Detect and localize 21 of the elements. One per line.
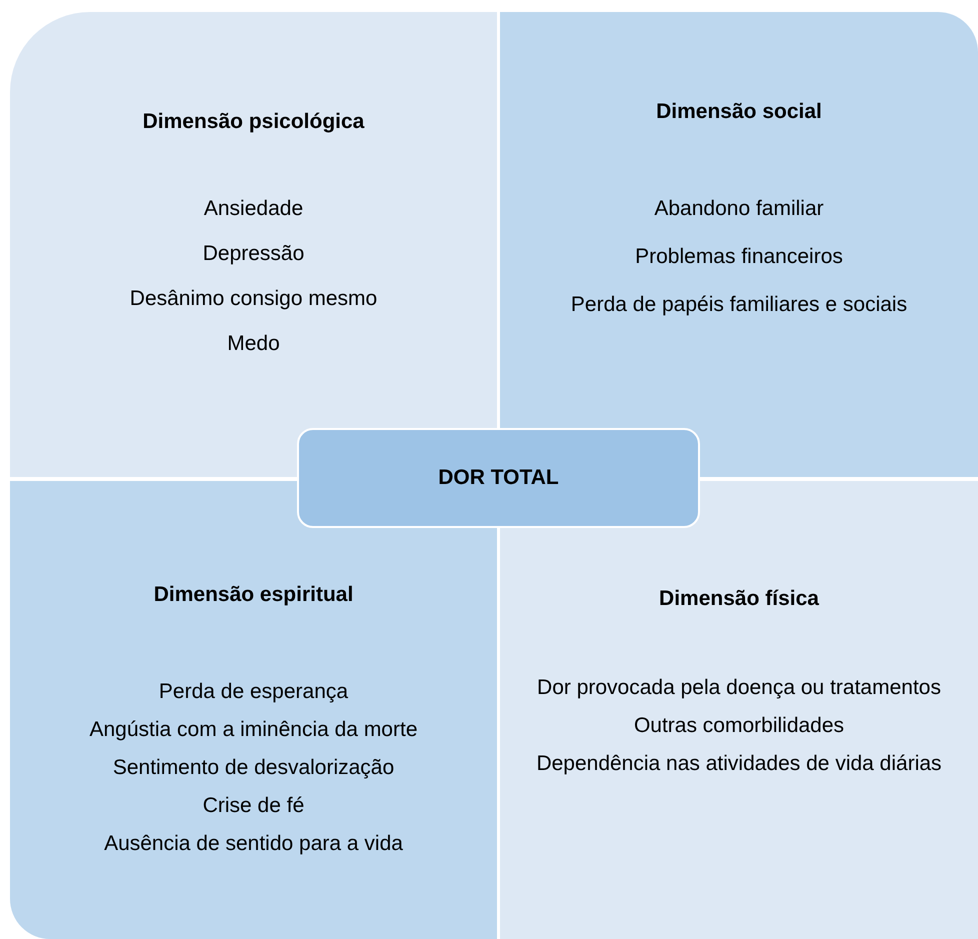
list-item: Perda de esperança bbox=[158, 679, 350, 705]
list-item: Desânimo consigo mesmo bbox=[128, 286, 378, 312]
list-item: Perda de papéis familiares e sociais bbox=[570, 292, 908, 318]
list-item: Crise de fé bbox=[202, 793, 306, 819]
list-item: Outras comorbilidades bbox=[632, 713, 846, 739]
list-item: Sentimento de desvalorização bbox=[112, 755, 396, 781]
center-title: DOR TOTAL bbox=[438, 466, 559, 490]
quadrant-heading: Dimensão social bbox=[655, 100, 823, 124]
list-item: Depressão bbox=[202, 241, 306, 267]
list-item: Ansiedade bbox=[202, 196, 304, 222]
list-item: Angústia com a iminência da morte bbox=[88, 717, 418, 743]
list-item: Ausência de sentido para a vida bbox=[103, 831, 404, 857]
list-item: Abandono familiar bbox=[653, 196, 825, 222]
list-item: Medo bbox=[226, 331, 281, 357]
quadrant-heading: Dimensão física bbox=[658, 587, 820, 611]
list-item: Dependência nas atividades de vida diárias bbox=[535, 751, 943, 777]
quadrant-heading: Dimensão psicológica bbox=[142, 110, 366, 134]
quadrant-heading: Dimensão espiritual bbox=[152, 583, 354, 607]
list-item: Dor provocada pela doença ou tratamentos bbox=[536, 675, 942, 701]
list-item: Problemas financeiros bbox=[634, 244, 844, 270]
center-box bbox=[297, 428, 700, 528]
